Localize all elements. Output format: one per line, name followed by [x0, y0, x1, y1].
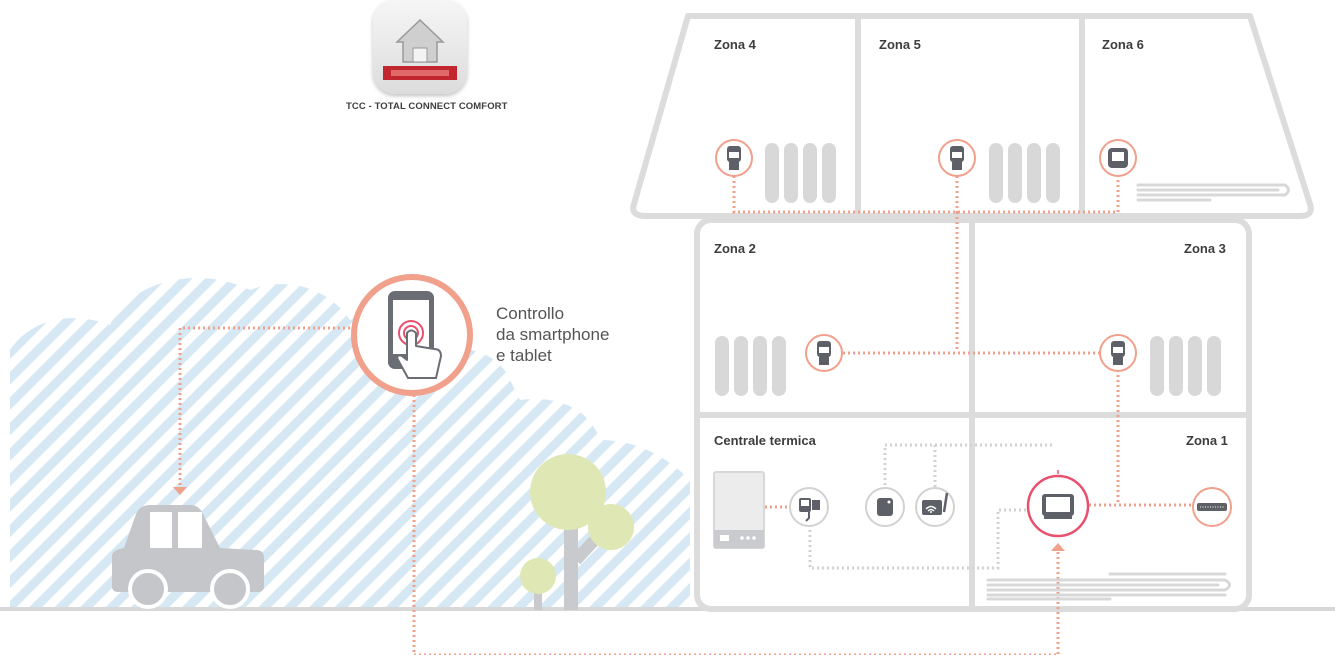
control-text-line-1: Controllo — [496, 304, 565, 323]
car-wheel-front — [128, 569, 168, 609]
radiator-valve-icon — [938, 139, 976, 177]
tree-icon — [520, 454, 634, 610]
car-wheel-rear — [210, 569, 250, 609]
wire-relay-controller — [808, 508, 1026, 570]
zone-label-zona6: Zona 6 — [1102, 37, 1144, 52]
control-text-line-3: e tablet — [496, 346, 552, 365]
arrow-to-car — [173, 487, 187, 495]
radiator-valve-icon — [1099, 334, 1137, 372]
sensor-icon — [865, 487, 905, 527]
wire-bus — [883, 443, 1053, 490]
zone-label-centrale-termica: Centrale termica — [714, 433, 816, 448]
arrow-to-controller — [1051, 543, 1065, 551]
radiator-valve-icon — [715, 139, 753, 177]
radiator-zona5 — [989, 143, 1060, 203]
house-roof — [630, 13, 1314, 219]
radiators — [715, 143, 1221, 396]
wifi-gateway-icon — [915, 487, 955, 527]
smartphone-touch-icon — [351, 274, 473, 396]
zone-label-zona5: Zona 5 — [879, 37, 921, 52]
connection-lines — [178, 176, 1192, 655]
relay-strip-icon — [1192, 487, 1232, 527]
devices — [715, 139, 1232, 538]
control-text-line-2: da smartphone — [496, 325, 610, 344]
radiator-zona4 — [765, 143, 836, 203]
relay-box-icon — [789, 487, 829, 527]
underfloor-zona6 — [1136, 183, 1290, 202]
radiator-zona3 — [1150, 336, 1221, 396]
zone-label-zona2: Zona 2 — [714, 241, 756, 256]
controller-display-icon — [1026, 470, 1090, 538]
boiler — [713, 471, 765, 549]
app-name: TCC - TOTAL CONNECT COMFORT — [346, 101, 508, 112]
link-phone-controller — [412, 395, 1060, 655]
honeywell-app-icon[interactable] — [373, 0, 467, 94]
link-phone-car — [178, 326, 355, 490]
wired-lines — [808, 443, 1053, 570]
radiator-valve-icon — [805, 334, 843, 372]
zone-label-zona4: Zona 4 — [714, 37, 756, 52]
car-icon — [112, 505, 264, 609]
boiler-panel — [714, 530, 764, 548]
zone-label-zona1: Zona 1 — [1186, 433, 1228, 448]
underfloor-zona1 — [986, 572, 1231, 601]
radiator-zona2 — [715, 336, 786, 396]
thermostat-icon — [1099, 139, 1137, 177]
zone-label-zona3: Zona 3 — [1184, 241, 1226, 256]
control-text: Controllo da smartphone e tablet — [496, 303, 609, 366]
house — [630, 13, 1314, 612]
